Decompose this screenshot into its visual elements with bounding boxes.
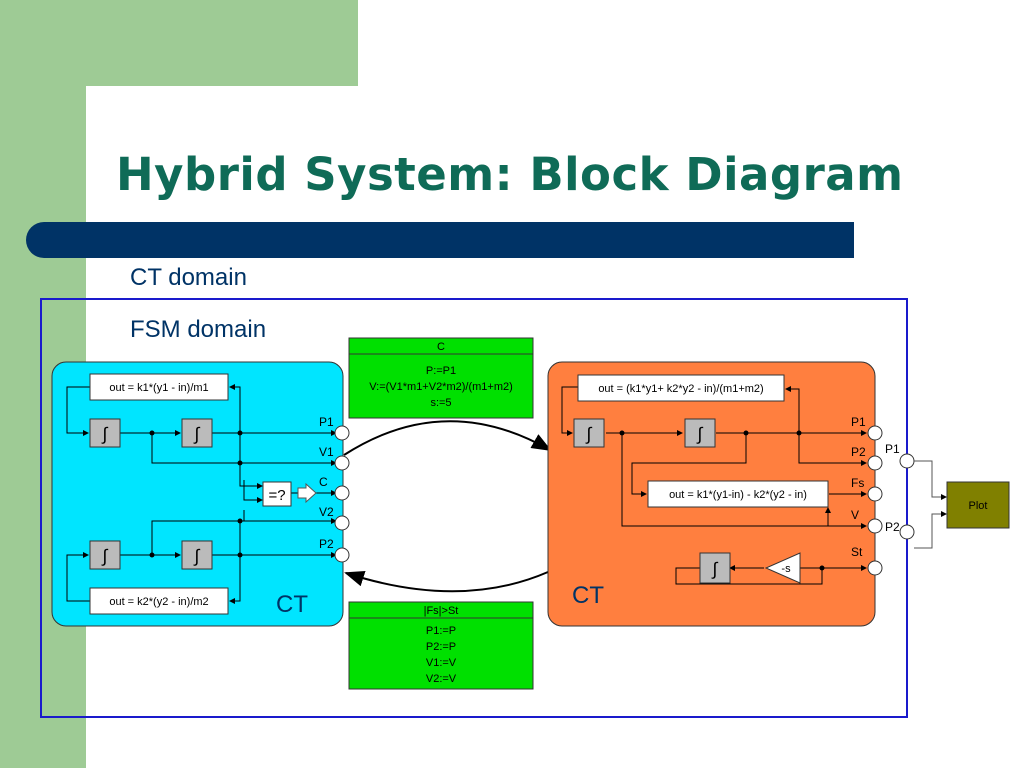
- integrator-icon: ∫: [585, 424, 593, 444]
- fsm-bottom-box: [348, 601, 534, 690]
- output-ports: [899, 453, 915, 540]
- right-port-p2: P2: [851, 445, 866, 459]
- green-top-strip: [86, 0, 358, 86]
- right-integrator-1: [573, 418, 605, 448]
- fsm-top-guard: C: [437, 341, 445, 353]
- integrator-icon: ∫: [193, 424, 201, 444]
- fsm-top-action: P:=P1: [426, 365, 456, 377]
- plot-wires: [914, 460, 947, 549]
- transition-arrow-bottom: [344, 570, 549, 593]
- fsm-bottom-action: V1:=V: [426, 657, 457, 669]
- right-expr-mid-box: [647, 480, 829, 508]
- right-integrator-2: [684, 418, 716, 448]
- ct-domain-label: CT domain: [130, 264, 247, 291]
- fsm-bottom-action: V2:=V: [426, 673, 457, 685]
- ct-domain-frame: [40, 298, 908, 718]
- left-port-c: C: [319, 475, 328, 489]
- integrator-icon: ∫: [696, 424, 704, 444]
- plot-label: Plot: [969, 500, 988, 512]
- integrator-icon: ∫: [711, 559, 719, 579]
- fsm-bottom-guard: |Fs|>St: [424, 605, 459, 617]
- gain-label: -s: [781, 563, 791, 575]
- left-expr-top-box: [89, 373, 229, 401]
- right-expr-mid: out = k1*(y1-in) - k2*(y2 - in): [669, 489, 807, 501]
- fsm-top-action: V:=(V1*m1+V2*m2)/(m1+m2): [369, 381, 513, 393]
- left-junctions: [149, 430, 243, 558]
- left-expr-bottom: out = k2*(y2 - in)/m2: [109, 596, 208, 608]
- out-port-p2: P2: [885, 520, 900, 534]
- compare-box: [262, 481, 292, 507]
- compare-label: =?: [268, 487, 285, 504]
- right-ct-wires: [561, 386, 867, 585]
- title-bar: [26, 222, 854, 258]
- integrator-icon: ∫: [193, 546, 201, 566]
- left-port-v1: V1: [319, 445, 334, 459]
- left-integrators: [89, 418, 213, 570]
- fsm-top-action: s:=5: [430, 397, 451, 409]
- right-port-fs: Fs: [851, 476, 864, 490]
- left-ct-wires: [66, 384, 337, 604]
- left-ct-label: CT: [276, 591, 308, 618]
- left-port-p2: P2: [319, 537, 334, 551]
- right-ct-label: CT: [572, 582, 604, 609]
- right-port-v: V: [851, 508, 859, 522]
- left-port-v2: V2: [319, 505, 334, 519]
- out-port-p1: P1: [885, 442, 900, 456]
- plot-block: [946, 481, 1010, 529]
- left-expr-bottom-box: [89, 587, 229, 615]
- right-expr-top: out = (k1*y1+ k2*y2 - in)/(m1+m2): [598, 383, 763, 395]
- right-integrator-3: [699, 552, 731, 584]
- fsm-bottom-action: P2:=P: [426, 641, 456, 653]
- left-ports: [334, 425, 350, 563]
- slide-title: Hybrid System: Block Diagram: [116, 148, 904, 201]
- integrator-icon: ∫: [101, 424, 109, 444]
- left-port-p1: P1: [319, 415, 334, 429]
- fsm-bottom-action: P1:=P: [426, 625, 456, 637]
- integrator-icon: ∫: [101, 546, 109, 566]
- right-junctions: [619, 430, 825, 571]
- left-expr-top: out = k1*(y1 - in)/m1: [109, 382, 208, 394]
- right-port-p1: P1: [851, 415, 866, 429]
- fsm-top-box: [348, 337, 534, 419]
- right-ports: [867, 425, 883, 576]
- gain-triangle: [764, 552, 801, 584]
- compare-output-arrow-icon: [297, 482, 317, 504]
- right-port-st: St: [851, 545, 863, 559]
- transition-arrow-top: [343, 420, 552, 456]
- fsm-domain-label: FSM domain: [130, 316, 267, 343]
- right-expr-top-box: [577, 374, 785, 402]
